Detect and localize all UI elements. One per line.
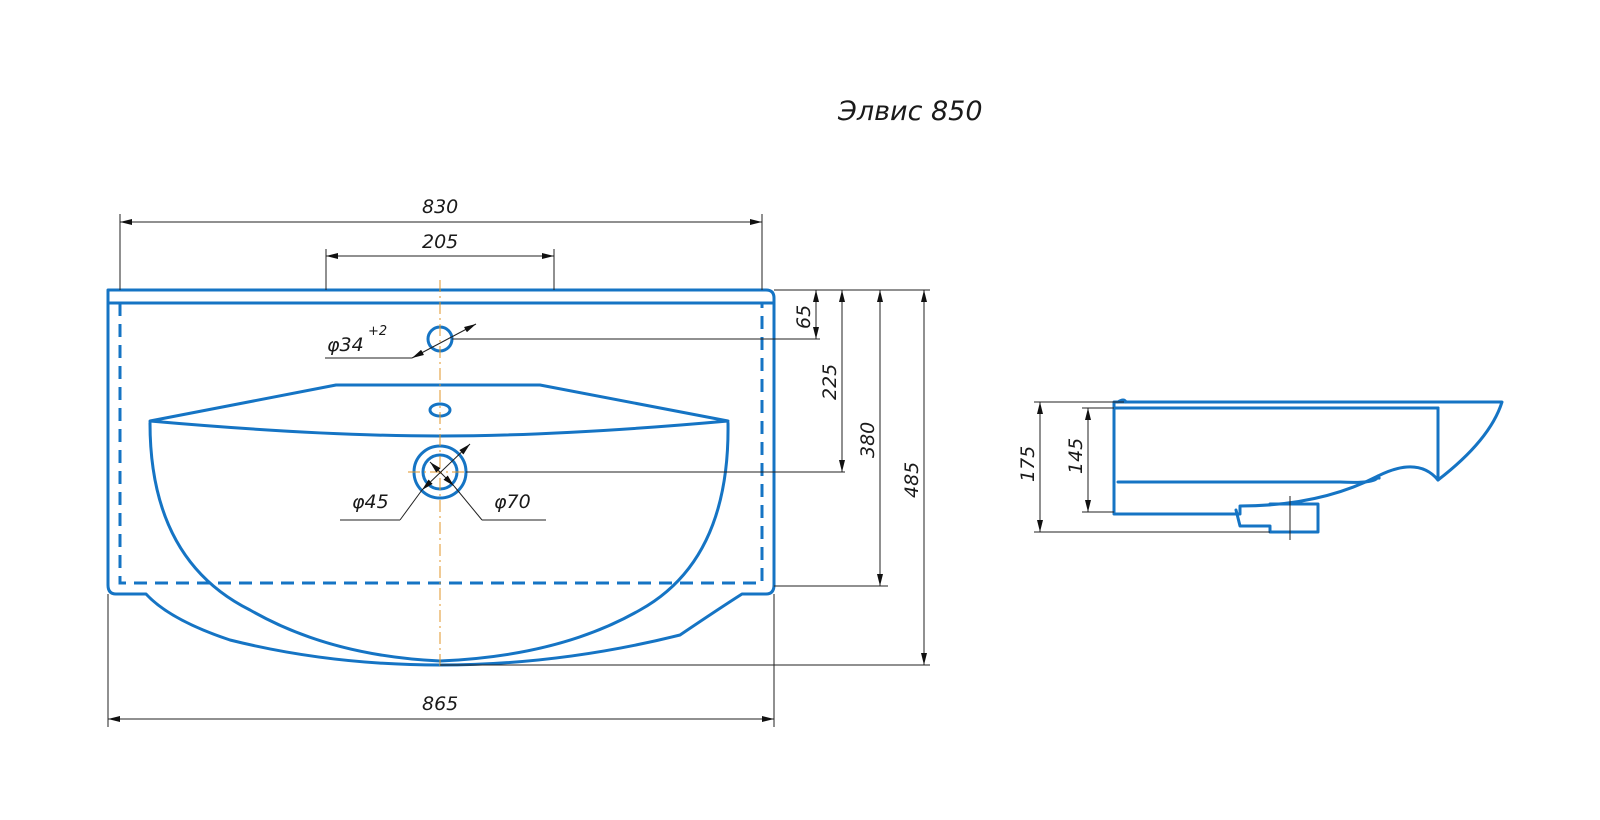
dim-380-label: 380 [857, 422, 879, 458]
side-drain-outlet [1234, 502, 1320, 534]
cabinet-outline-dashed [118, 303, 764, 585]
basin-lip [148, 383, 730, 438]
side-bowl-bottom [1116, 474, 1380, 484]
dim-225-label: 225 [819, 364, 841, 400]
dim-145-label: 145 [1065, 438, 1087, 474]
side-profile-point [1377, 476, 1381, 480]
basin-bowl [148, 421, 730, 663]
side-front-lip [1116, 398, 1128, 404]
drain-inner-leader [429, 461, 455, 487]
side-view [1112, 398, 1504, 540]
dim-830-label: 830 [422, 196, 458, 218]
dim-175-label: 175 [1017, 446, 1039, 482]
dim-485-label: 485 [901, 462, 923, 498]
dim-205-label: 205 [422, 231, 458, 253]
drain-outer-diameter-label: φ70 [494, 491, 531, 513]
tap-hole-leader [411, 323, 477, 359]
dim-865-label: 865 [422, 693, 458, 715]
side-profile-outline [1112, 400, 1504, 516]
dimensions-side-view: 175 145 [1017, 401, 1270, 533]
tap-hole-diameter-label: φ34 [327, 334, 364, 356]
dimensions-top-view: 830 205 φ34 +2 φ45 φ70 65 225 3 [107, 196, 930, 727]
tap-hole-tolerance-label: +2 [368, 324, 387, 339]
drawing-title: Элвис 850 [837, 96, 983, 127]
basin-slab-outline [106, 288, 776, 667]
top-view [106, 280, 776, 668]
drain-inner-diameter-label: φ45 [352, 491, 389, 513]
dim-65-label: 65 [793, 305, 815, 329]
